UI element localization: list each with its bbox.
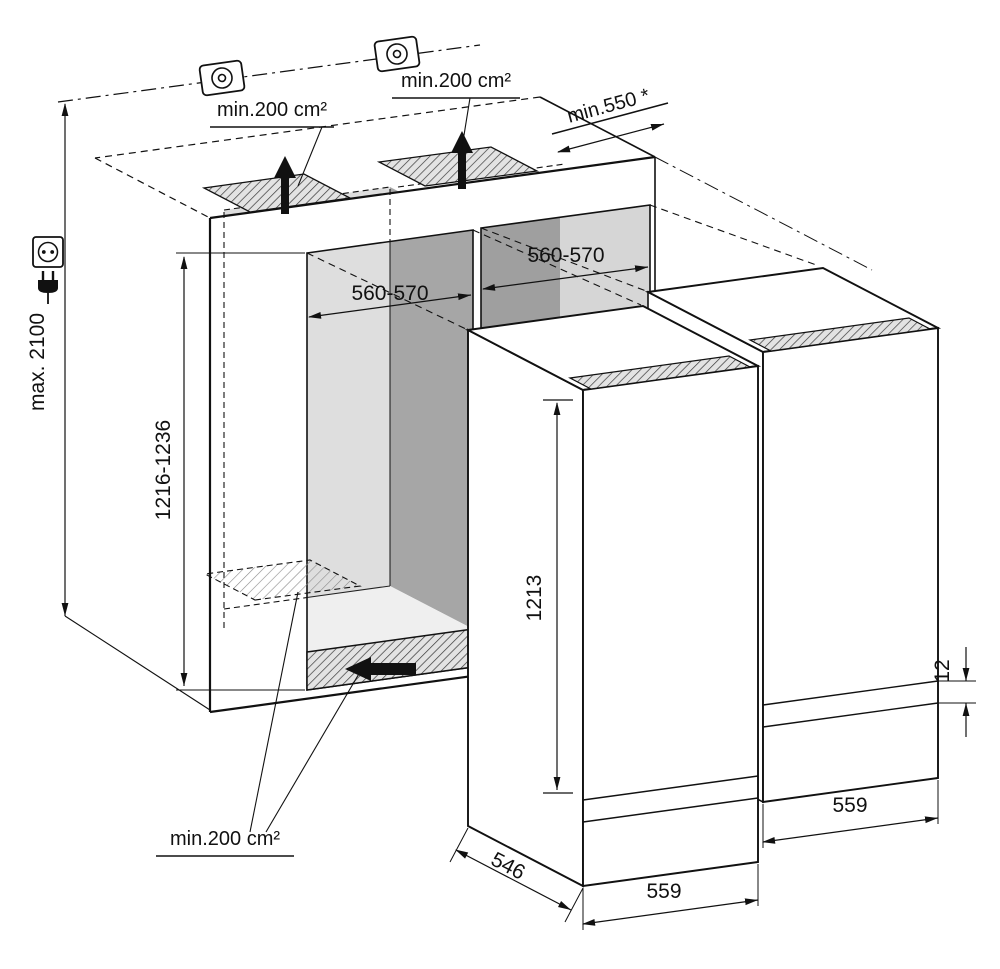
airflow-in-arrow-icon	[345, 657, 416, 681]
ceiling-reference	[57, 35, 481, 103]
appliance-left-top-grille	[568, 355, 752, 390]
niche-width-right-label: 560-570	[527, 244, 604, 267]
leader-line	[249, 591, 299, 833]
alignment-dashdot-line	[654, 156, 873, 271]
dim-niche-width-left: 560-570	[308, 282, 472, 319]
hidden-floor-vent	[203, 559, 362, 601]
extension-line	[449, 827, 469, 863]
dim-line	[557, 123, 665, 153]
leader-line	[459, 97, 471, 161]
dim-ceiling-height: max. 2100	[26, 103, 211, 711]
airflow-up-arrow-icon	[451, 131, 473, 189]
niche-right-wall	[390, 187, 473, 629]
label-vent-top-right: min.200 cm²	[392, 70, 520, 161]
extension-line	[564, 887, 584, 923]
dim-line	[582, 898, 759, 926]
door-bottom-line	[582, 775, 759, 801]
dim-door-gap: 12	[931, 647, 976, 737]
niche-width-left-label: 560-570	[351, 282, 428, 305]
dim-line	[762, 816, 939, 844]
leader-line	[297, 126, 323, 187]
niche-height-label: 1216-1236	[152, 420, 175, 520]
airflow-up-arrow-icon	[274, 156, 296, 214]
appliance-right-top-grille	[748, 317, 932, 352]
dim-appliance-height: 1213	[523, 399, 573, 794]
power-socket-icon	[32, 236, 64, 268]
mounting-plate-icon	[198, 59, 246, 97]
appliance-height-label: 1213	[523, 575, 546, 622]
label-vent-top-left: min.200 cm²	[210, 99, 334, 187]
vent-top-right-label: min.200 cm²	[401, 70, 511, 92]
body-bottom-line	[582, 797, 759, 823]
dim-appliance-width-left: 559	[582, 864, 759, 930]
power-plug-icon	[38, 271, 58, 304]
dim-niche-height: 1216-1236	[152, 252, 305, 691]
appliance-width-right-label: 559	[832, 794, 867, 817]
ceiling-height-label: max. 2100	[26, 313, 49, 411]
floor-extension-line	[64, 615, 211, 711]
appliance-left	[464, 305, 762, 888]
appliance-width-left-label: 559	[646, 880, 681, 903]
dim-niche-width-right: 560-570	[482, 244, 649, 291]
roof-vent-left	[201, 173, 353, 213]
appliance-right-front-face	[762, 326, 939, 804]
leader-line	[265, 671, 361, 833]
vent-bottom-label: min.200 cm²	[170, 828, 280, 850]
vent-top-left-label: min.200 cm²	[217, 99, 327, 121]
door-bottom-line	[762, 680, 939, 706]
body-bottom-line	[762, 702, 939, 728]
dim-appliance-width-right: 559	[762, 780, 939, 848]
appliance-left-front-face	[582, 364, 759, 888]
dim-line	[482, 265, 649, 291]
label-vent-bottom: min.200 cm²	[156, 591, 361, 857]
mounting-plate-icon	[373, 35, 421, 73]
ceiling-dashdot-line	[57, 44, 481, 103]
roof-vents	[201, 131, 540, 214]
dim-line	[455, 849, 572, 911]
dim-line	[308, 293, 472, 319]
door-gap-label: 12	[931, 659, 954, 682]
